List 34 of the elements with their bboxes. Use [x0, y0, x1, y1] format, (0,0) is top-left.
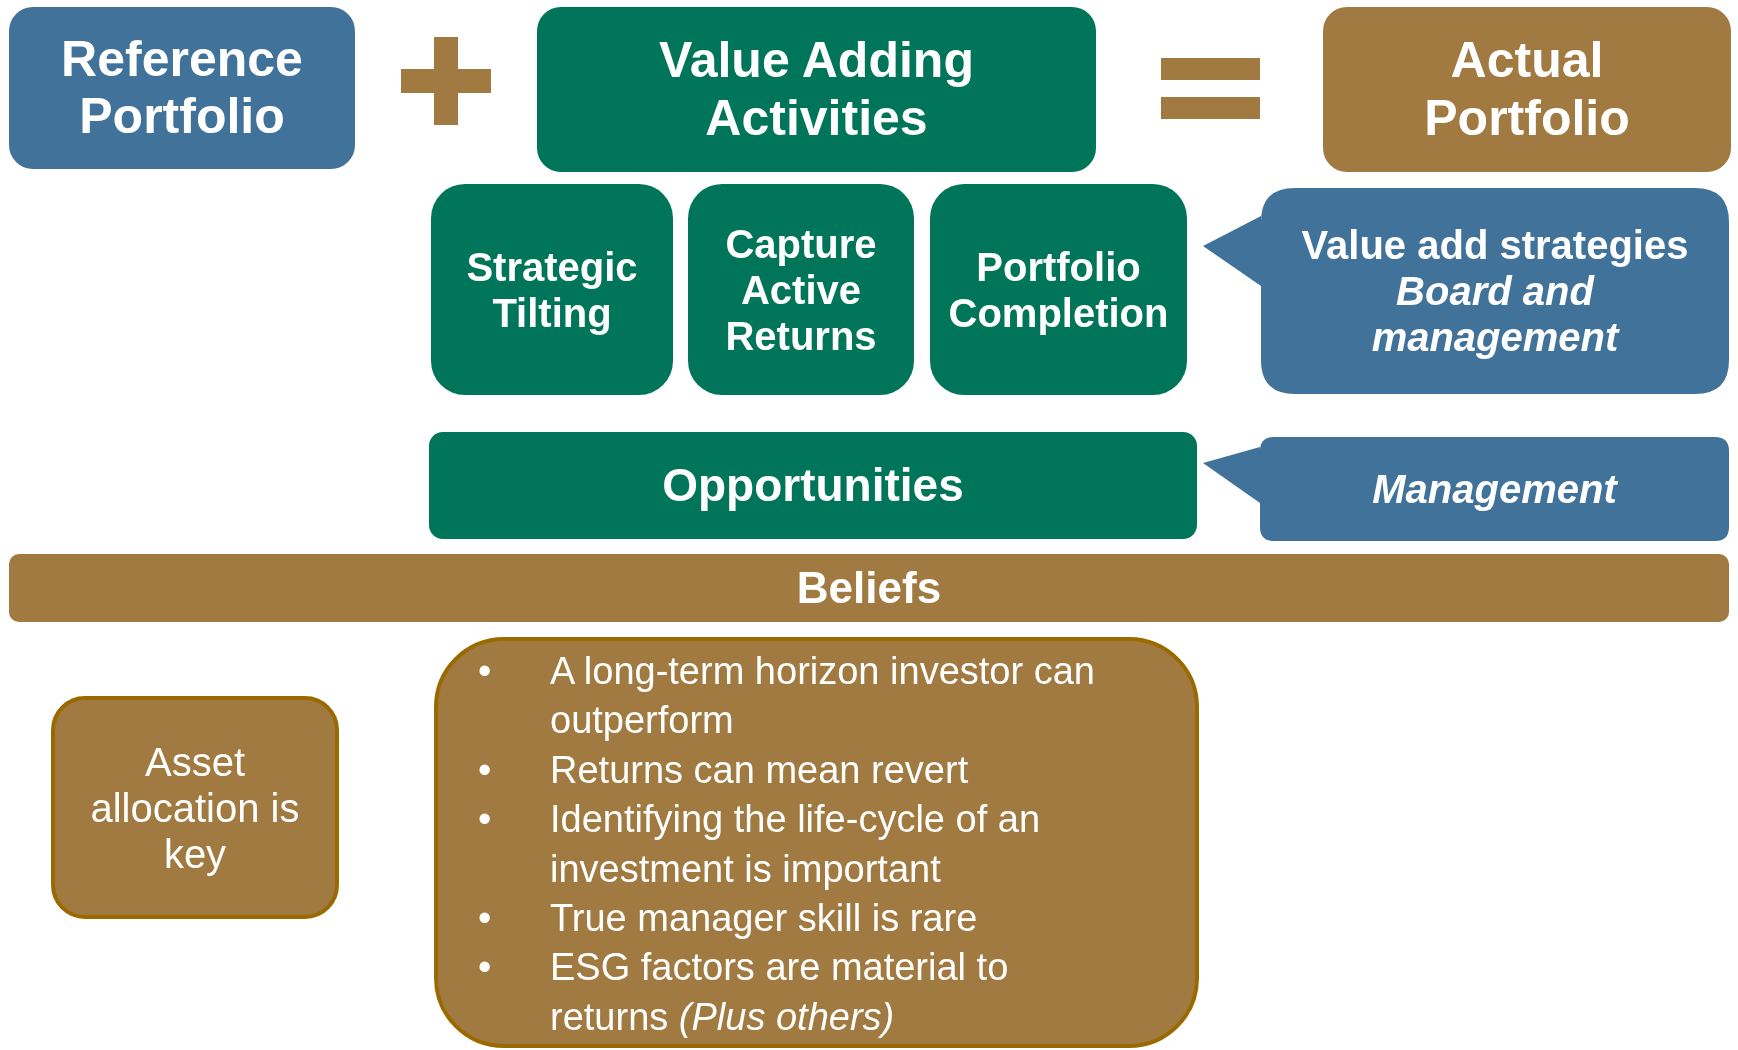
- box-subtitle: Board and management: [1370, 268, 1621, 360]
- box-title: Asset allocation is key: [89, 738, 301, 877]
- box-title: Opportunities: [662, 459, 964, 512]
- box-title: Reference Portfolio: [60, 30, 304, 146]
- callout-bubble: [1203, 437, 1729, 541]
- activities-box: [537, 7, 1096, 172]
- activity-box: [930, 184, 1187, 395]
- beliefs-list-box: [434, 637, 1199, 1048]
- beliefs-bar: [9, 554, 1729, 622]
- box-title: Actual Portfolio: [1423, 32, 1631, 147]
- note-box: [51, 696, 339, 919]
- bullet-text: Identifying the life-cycle of an investment is important: [550, 797, 1042, 892]
- bullet-marker: •: [478, 895, 493, 941]
- box-title: Value Adding Activities: [658, 32, 975, 147]
- callout-bubble: [1203, 188, 1729, 394]
- bullet-text: ESG factors are material to returns (Plus others): [550, 945, 1010, 1040]
- bullet-marker: •: [478, 649, 493, 694]
- portfolio-box: [9, 7, 355, 169]
- bullet-text: True manager skill is rare: [550, 895, 978, 941]
- bullet-marker: •: [478, 747, 493, 793]
- opportunities-bar: [429, 432, 1197, 539]
- bullet-text: A long-term horizon investor can outperform: [550, 649, 1096, 744]
- activity-box: [688, 184, 914, 395]
- bullet-text: Returns can mean revert: [550, 747, 969, 793]
- box-title: Management: [1372, 466, 1617, 512]
- box-title: Portfolio Completion: [947, 243, 1170, 336]
- box-title: Strategic Tilting: [465, 243, 639, 336]
- activity-box: [431, 184, 673, 395]
- box-title: Capture Active Returns: [724, 220, 878, 359]
- box-title: Value add strategies: [1301, 222, 1689, 268]
- bullet-marker: •: [478, 797, 493, 843]
- bullet-marker: •: [478, 945, 493, 991]
- box-title: Beliefs: [796, 562, 942, 614]
- portfolio-box: [1323, 7, 1731, 172]
